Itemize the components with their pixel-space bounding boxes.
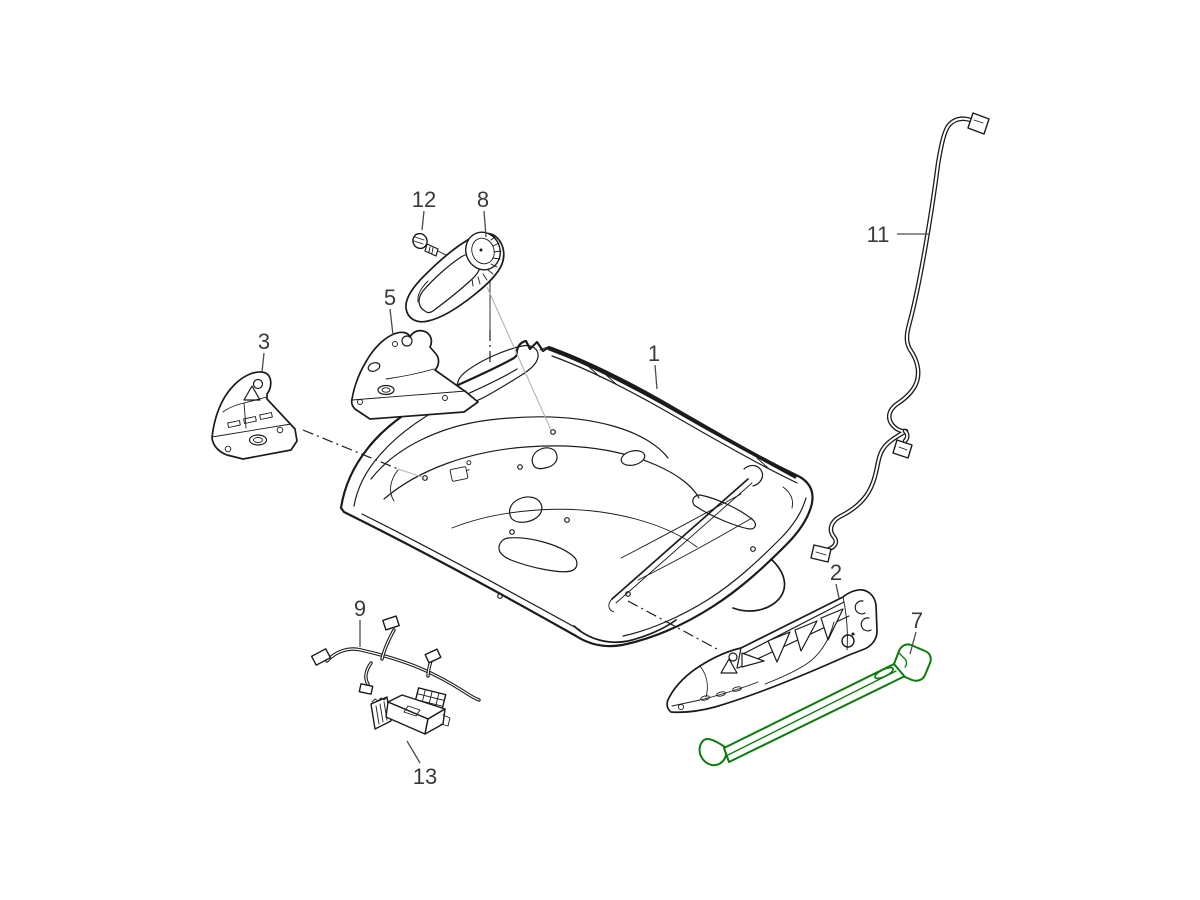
leader-12	[421, 210, 425, 231]
dial-tick-marks	[471, 235, 502, 287]
part-8-belt-guide	[405, 231, 505, 323]
leader-3	[261, 352, 265, 373]
seat-pan-holes	[422, 429, 756, 599]
harness-connectors	[310, 615, 447, 713]
bracket3-outline	[211, 371, 298, 460]
harness-main-wire	[325, 647, 481, 702]
part-5-bracket	[350, 329, 479, 420]
dashdot-pan-to-part2	[627, 600, 718, 650]
callout-5: 5	[384, 285, 396, 310]
warning-triangle-icon	[243, 378, 264, 401]
bracket5-details	[351, 335, 467, 405]
rail7-left-cap	[698, 737, 727, 767]
callout-1: 1	[648, 341, 660, 366]
callout-7: 7	[911, 608, 923, 633]
callout-8: 8	[477, 187, 489, 212]
leader-1	[654, 364, 658, 390]
callout-13: 13	[413, 764, 437, 789]
leader-7	[909, 631, 917, 655]
dashdot-part3-to-pan	[302, 429, 399, 470]
seat-pan-outline	[339, 339, 814, 648]
bracket5-outline	[350, 329, 479, 420]
rail-bracket-end-plate	[841, 596, 872, 651]
callout-9: 9	[354, 596, 366, 621]
leader-8	[483, 210, 487, 238]
seat-pan-contours	[370, 344, 786, 644]
cable-run	[829, 119, 979, 549]
part-13-module	[370, 694, 451, 735]
callout-12: 12	[412, 187, 436, 212]
bracket3-details	[211, 378, 292, 453]
rail-bracket-truss	[736, 601, 850, 669]
module-right-face	[424, 708, 446, 735]
callouts: 1 2 3 5 7 8 9 11 12 13	[258, 187, 929, 789]
part-11-cable	[810, 112, 990, 563]
ghost-leader-part8-hole	[486, 286, 552, 431]
warning-triangle-icon	[720, 652, 738, 674]
leader-13	[406, 740, 421, 764]
part-3-bracket	[211, 371, 298, 460]
screw-shaft	[424, 243, 439, 257]
cable-connectors	[810, 112, 990, 563]
callout-11: 11	[867, 222, 890, 247]
seat-pan-belt-rod	[608, 464, 764, 613]
module-connector-block	[370, 696, 392, 730]
leader-2	[835, 583, 840, 599]
callout-3: 3	[258, 329, 270, 354]
rail-bracket-nose	[671, 621, 835, 711]
leader-5	[389, 308, 394, 336]
part-7-rail-highlighted	[698, 643, 932, 767]
belt-guide-dial	[465, 231, 502, 287]
part-1-seat-pan	[339, 339, 814, 648]
ghost-leader-part3-hole	[397, 468, 423, 478]
belt-guide-rim	[417, 280, 429, 303]
callout-2: 2	[830, 560, 842, 585]
part-12-screw	[412, 232, 439, 257]
rail7-right-hook	[893, 643, 932, 682]
seat-pan-rim-lines	[353, 347, 807, 637]
part-2-rail-bracket	[666, 588, 878, 714]
